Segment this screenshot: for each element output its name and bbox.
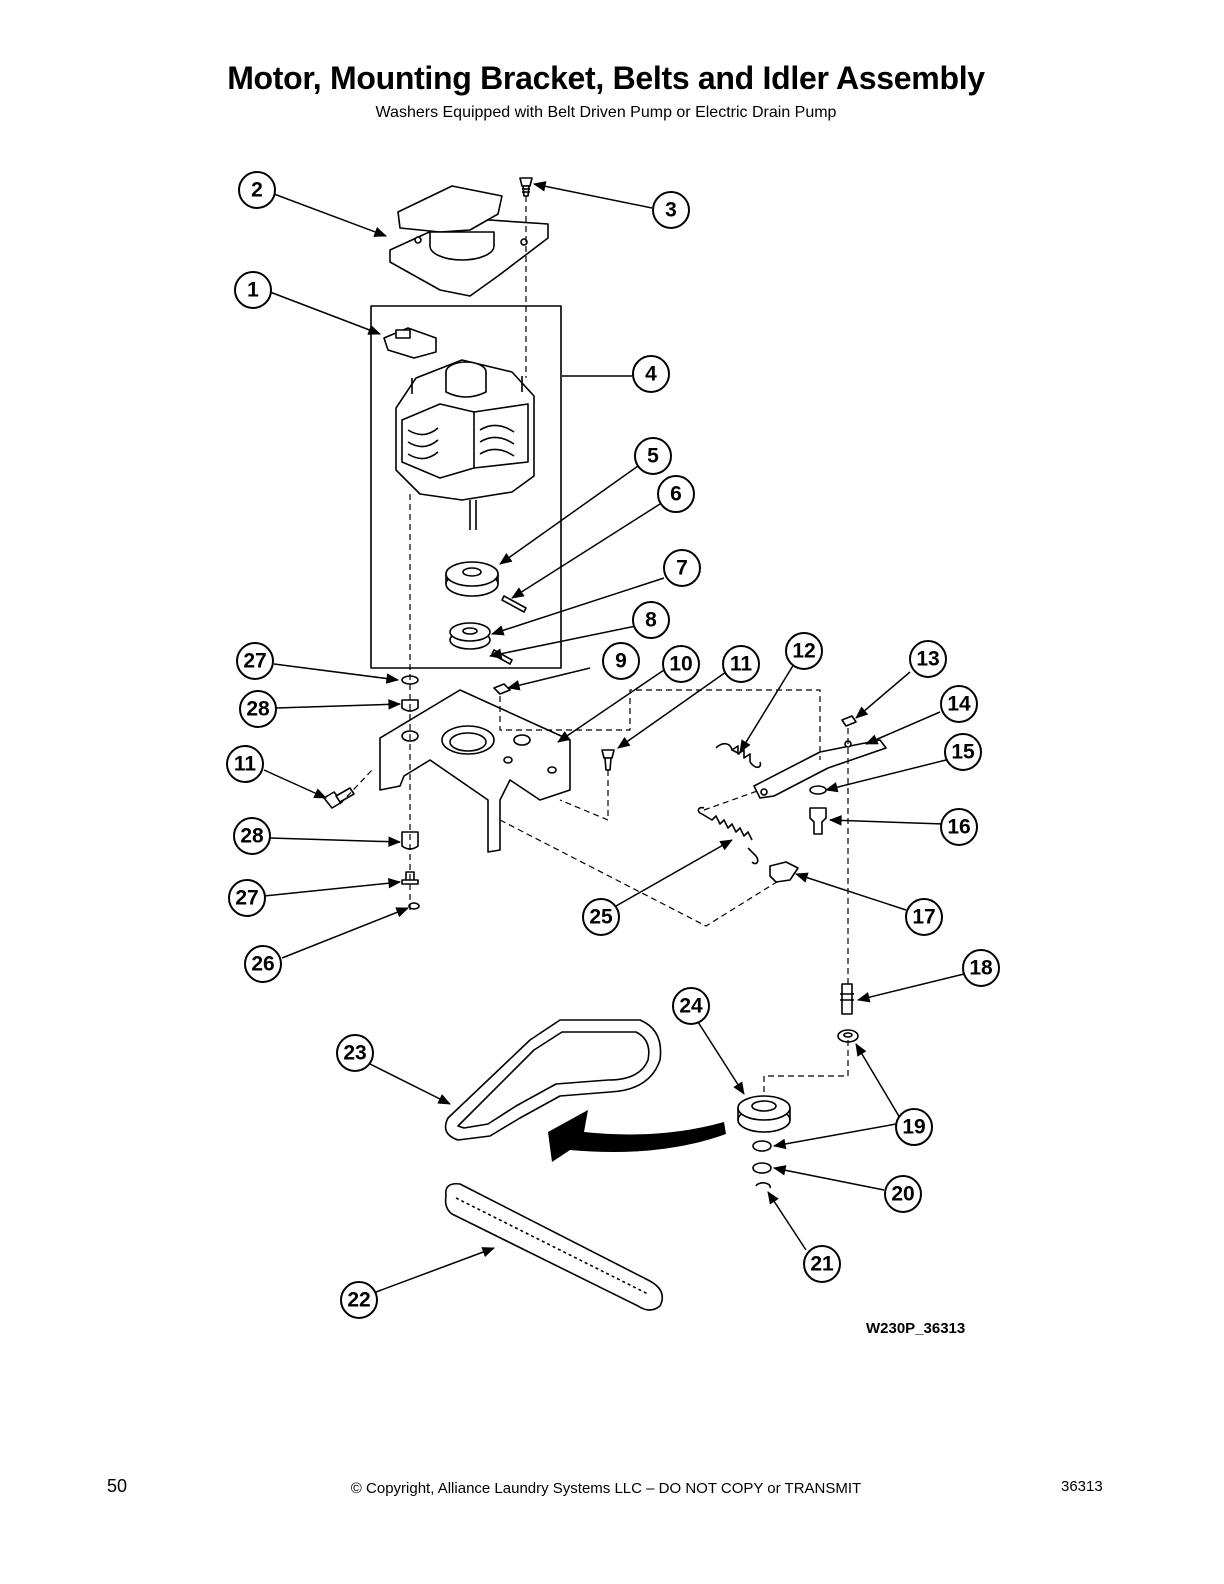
screw-part-11b [601, 749, 615, 771]
callout-27-bottom: 27 [235, 887, 258, 910]
washer-part-15 [809, 785, 827, 795]
idler-arm-part [753, 739, 887, 799]
callout-20: 20 [891, 1183, 914, 1206]
callout-4: 4 [645, 363, 657, 386]
callout-25: 25 [589, 906, 613, 929]
nut-part-26 [408, 902, 420, 910]
callout-11-right: 11 [730, 653, 753, 676]
callout-15: 15 [951, 741, 975, 764]
motor-cover-part [389, 185, 549, 297]
callout-11-left: 11 [234, 753, 257, 776]
callout-3: 3 [665, 199, 677, 222]
callout-13: 13 [916, 648, 939, 671]
pin-part-6 [501, 595, 527, 613]
document-number: 36313 [1061, 1478, 1103, 1495]
grommet-part-28-bottom [401, 831, 419, 850]
callout-12: 12 [792, 640, 815, 663]
direction-arrow-icon [548, 1110, 726, 1162]
callout-18: 18 [969, 957, 993, 980]
page-subtitle: Washers Equipped with Belt Driven Pump o… [375, 104, 837, 121]
pulley-part-7 [449, 622, 491, 650]
callout-7: 7 [676, 557, 688, 580]
callout-17: 17 [912, 906, 935, 929]
idler-pulley-part [737, 1095, 791, 1133]
callout-1: 1 [247, 279, 259, 302]
callout-10: 10 [669, 653, 692, 676]
screw-part-3 [519, 177, 533, 197]
washer-part-19-bottom [752, 1140, 772, 1152]
nut-part-9 [493, 683, 511, 695]
copyright-notice: © Copyright, Alliance Laundry Systems LL… [350, 1480, 862, 1497]
callout-26: 26 [251, 953, 274, 976]
callout-2: 2 [251, 179, 263, 202]
page-title: Motor, Mounting Bracket, Belts and Idler… [227, 60, 985, 96]
callout-28-bottom: 28 [240, 825, 264, 848]
bracket-part-17 [769, 861, 799, 883]
callout-24: 24 [679, 995, 703, 1018]
callout-28-top: 28 [246, 698, 270, 721]
clip-part-21 [755, 1182, 771, 1189]
callout-16: 16 [947, 816, 970, 839]
mounting-bracket-part [379, 689, 571, 853]
belt-part-23 [444, 1019, 662, 1141]
motor-part [395, 359, 535, 530]
figure-code: W230P_36313 [866, 1320, 966, 1337]
callout-19: 19 [902, 1116, 925, 1139]
screw-part-11 [323, 787, 355, 809]
stud-part-18 [840, 983, 854, 1015]
callout-8: 8 [645, 609, 657, 632]
stud-part-16 [809, 807, 827, 835]
motor-assembly-frame [370, 305, 562, 669]
callout-27-top: 27 [243, 650, 266, 673]
callout-14: 14 [947, 693, 971, 716]
pulley-part-5 [445, 561, 499, 597]
callout-9: 9 [615, 650, 627, 673]
page-number: 50 [107, 1476, 128, 1496]
callout-6: 6 [670, 483, 682, 506]
motor-switch-part [383, 327, 437, 359]
callout-23: 23 [343, 1042, 366, 1065]
callout-22: 22 [347, 1289, 370, 1312]
spring-part-12 [715, 742, 762, 769]
spring-part-25 [697, 806, 759, 865]
nut-part-13 [841, 715, 857, 727]
washer-part-20 [752, 1162, 772, 1174]
callout-21: 21 [810, 1253, 834, 1276]
callout-5: 5 [647, 445, 659, 468]
